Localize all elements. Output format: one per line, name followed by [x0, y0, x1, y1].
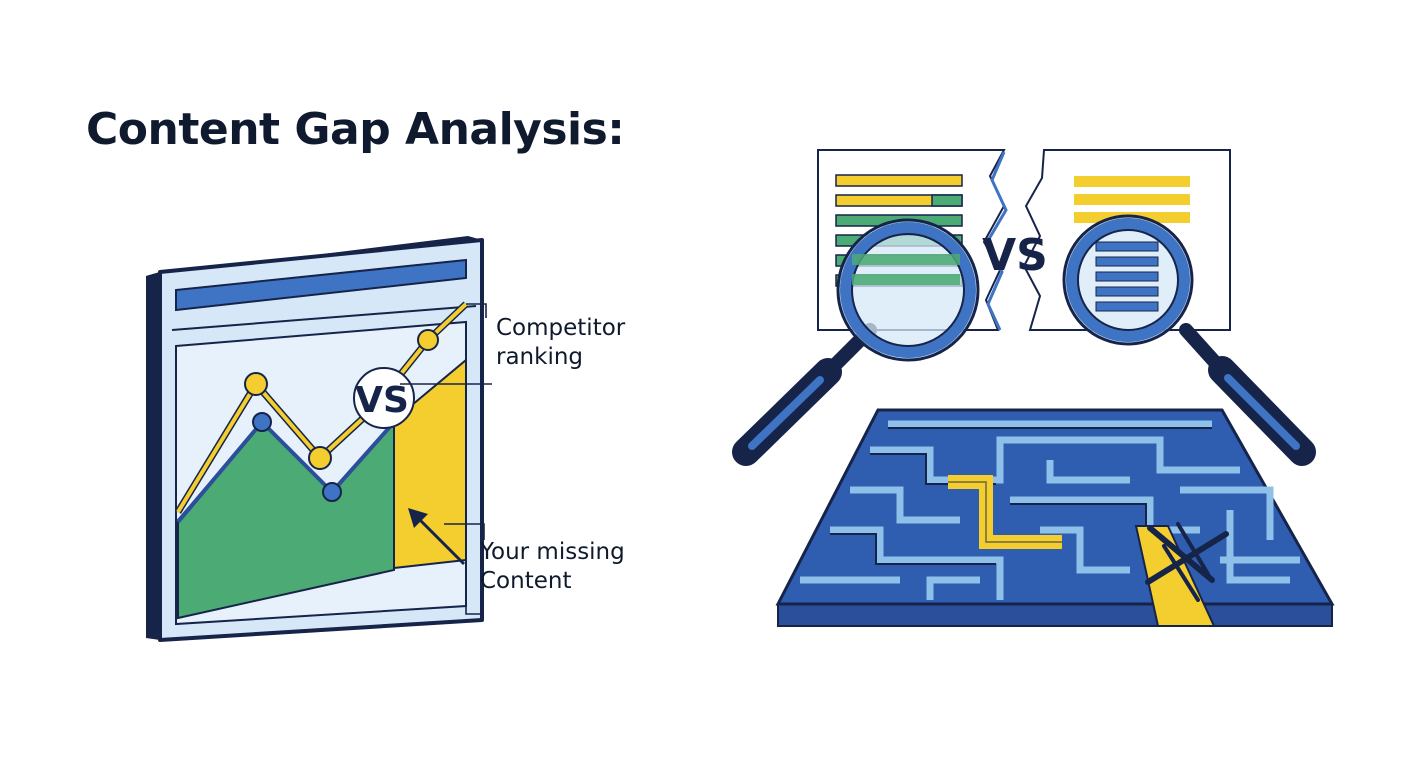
page-title: Content Gap Analysis:: [86, 104, 625, 155]
maze-icon: [775, 408, 1335, 627]
competitor-label-line1: Competitor: [496, 315, 626, 341]
missing-label-line1: Your missing: [480, 539, 625, 565]
callout-lines: [400, 303, 492, 615]
left-vs-label: VS: [355, 380, 409, 421]
cross-mark-icon: [1145, 522, 1229, 602]
magnifier-icon: [732, 218, 980, 466]
right-vs-label: VS: [982, 230, 1048, 281]
crack-line: [984, 151, 1008, 331]
missing-content-label: Your missing Content: [480, 538, 625, 596]
competitor-label-line2: ranking: [496, 344, 584, 370]
competitor-ranking-label: Competitor ranking: [496, 314, 625, 372]
arrow-icon: [408, 508, 466, 566]
magnifier-icon: [1062, 214, 1316, 466]
missing-label-line2: Content: [480, 568, 572, 594]
